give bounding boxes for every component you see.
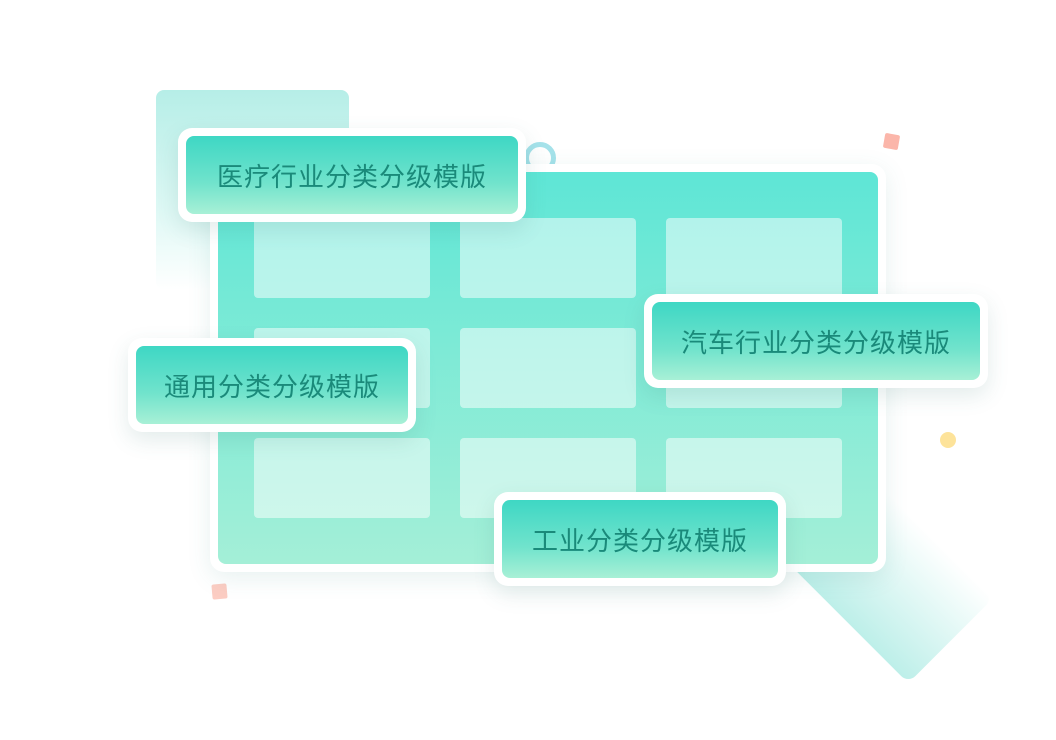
general-template-label: 通用分类分级模版 [136,346,408,424]
general-template-card[interactable]: 通用分类分级模版 [128,338,416,432]
medical-template-card[interactable]: 医疗行业分类分级模版 [178,128,526,222]
grid-cell [460,218,636,298]
medical-template-label: 医疗行业分类分级模版 [186,136,518,214]
auto-template-label: 汽车行业分类分级模版 [652,302,980,380]
grid-cell [460,328,636,408]
industrial-template-label: 工业分类分级模版 [502,500,778,578]
pink-square-icon [211,583,228,600]
yellow-dot-icon [940,432,956,448]
grid-cell [254,218,430,298]
auto-template-card[interactable]: 汽车行业分类分级模版 [644,294,988,388]
pink-square-icon [882,132,901,151]
grid-cell [666,218,842,298]
industrial-template-card[interactable]: 工业分类分级模版 [494,492,786,586]
grid-cell [254,438,430,518]
